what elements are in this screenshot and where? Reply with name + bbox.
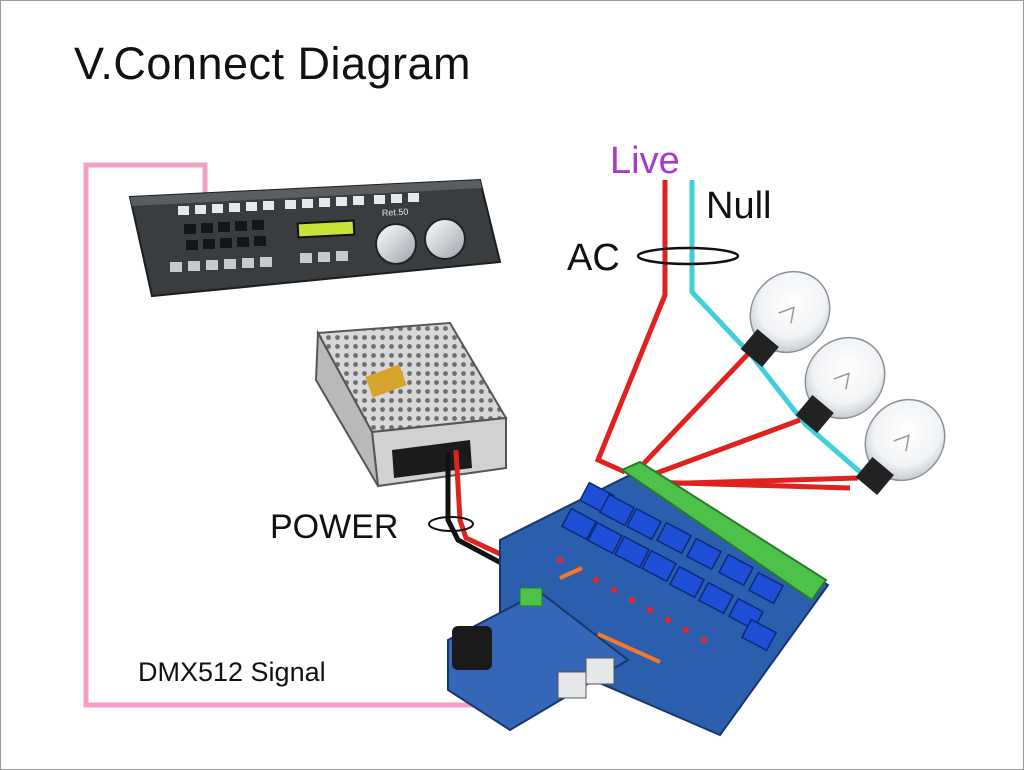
null-label: Null: [706, 185, 772, 227]
power-label: POWER: [270, 508, 399, 546]
ac-label: AC: [567, 237, 620, 279]
power-input-connector: [519, 587, 543, 607]
relay-modules: [560, 481, 785, 652]
live-wire: [594, 180, 668, 475]
controller-badge: Ret.50: [382, 207, 409, 218]
xlr-connector: [452, 626, 492, 670]
rj45-port-1: [557, 671, 587, 699]
dmx-signal-label: DMX512 Signal: [138, 657, 326, 687]
power-clamp: [428, 516, 474, 532]
ac-clamp: [636, 246, 740, 266]
relay-board-device: [447, 460, 830, 737]
power-wires: [428, 449, 528, 575]
controller-lcd-display: [296, 219, 356, 239]
power-supply-label: [365, 364, 407, 398]
dmx-controller-device: Ret.50: [128, 178, 502, 298]
terminal-strip: [619, 460, 828, 602]
light-bulb-icon: [795, 336, 886, 433]
controller-keypad: [184, 220, 266, 250]
controller-knob-left: [375, 223, 417, 265]
controller-knob-right: [424, 218, 466, 260]
live-label: Live: [610, 140, 680, 182]
light-bulb-icon: [740, 270, 831, 367]
light-bulb-icon: [855, 398, 946, 495]
rj45-port-2: [585, 657, 615, 685]
page-title: V.Connect Diagram: [74, 38, 472, 89]
power-supply-device: [314, 321, 508, 488]
controller-button-row-top: [178, 193, 419, 215]
relay-output-wires: [628, 352, 859, 491]
controller-button-row-bottom: [170, 251, 348, 272]
power-supply-terminal-block: [392, 440, 472, 478]
status-leds: [557, 557, 707, 643]
